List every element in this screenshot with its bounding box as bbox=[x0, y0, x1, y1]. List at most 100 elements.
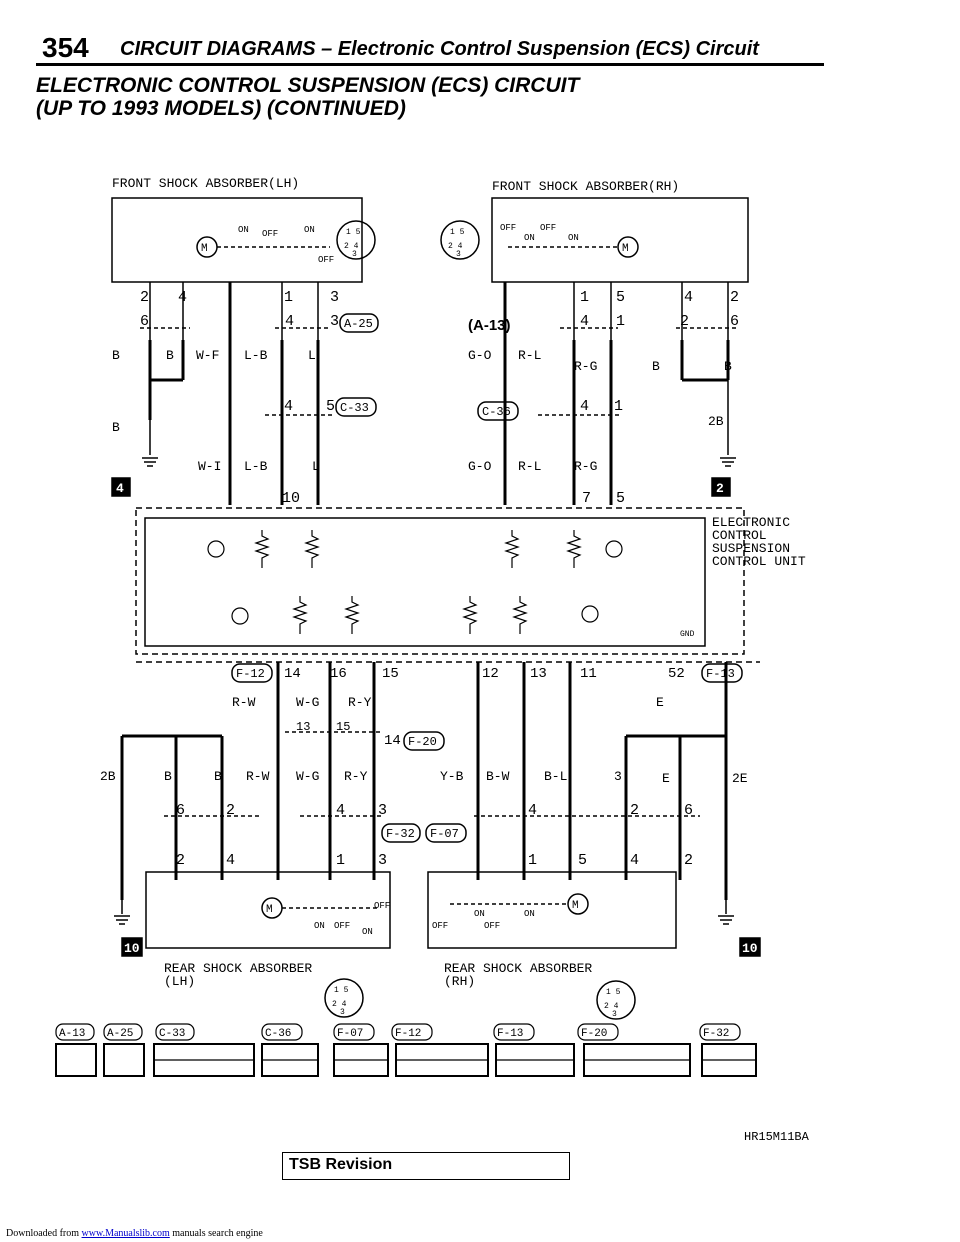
front-rh-absorber: M OFF ON OFF ON 1 5 4 2 4 1 2 6 bbox=[491, 197, 749, 340]
svg-text:ON: ON bbox=[474, 909, 485, 919]
front-rh-off-label-2: OFF bbox=[540, 223, 556, 233]
svg-text:2: 2 bbox=[716, 481, 724, 496]
wire-label-go-2: G-O bbox=[468, 459, 492, 474]
ecu-label-line3: SUSPENSION bbox=[712, 541, 790, 556]
svg-text:2: 2 bbox=[176, 852, 185, 869]
svg-text:F-12: F-12 bbox=[395, 1028, 421, 1040]
footer: Downloaded from www.Manualslib.com manua… bbox=[6, 1228, 263, 1239]
rear-rh-connector-symbol: 1 5 2 4 3 bbox=[596, 980, 636, 1020]
svg-text:A-25: A-25 bbox=[344, 317, 373, 331]
ecu-label-line2: CONTROL bbox=[712, 528, 767, 543]
wire-label-rg: R-G bbox=[574, 359, 597, 374]
ecu-label-line4: CONTROL UNIT bbox=[712, 554, 806, 569]
svg-text:E: E bbox=[656, 695, 664, 710]
rear-rh-label: REAR SHOCK ABSORBER bbox=[444, 961, 592, 976]
svg-text:1: 1 bbox=[616, 313, 625, 330]
footer-prefix: Downloaded from bbox=[6, 1228, 80, 1239]
svg-text:7: 7 bbox=[582, 490, 591, 507]
svg-text:B: B bbox=[214, 769, 222, 784]
svg-text:2E: 2E bbox=[732, 771, 748, 786]
svg-text:13: 13 bbox=[296, 720, 310, 734]
manualslib-link[interactable]: www.Manualslib.com bbox=[81, 1228, 170, 1239]
svg-text:R-W: R-W bbox=[232, 695, 256, 710]
svg-text:ON: ON bbox=[524, 909, 535, 919]
svg-text:F-07: F-07 bbox=[430, 827, 459, 841]
gnd-label: GND bbox=[680, 630, 695, 639]
rear-rh-label-2: (RH) bbox=[444, 974, 475, 989]
front-lh-on-label: ON bbox=[238, 225, 249, 235]
wire-label-lb-2: L-B bbox=[244, 459, 268, 474]
wire-label-rl: R-L bbox=[518, 348, 541, 363]
svg-text:15: 15 bbox=[336, 720, 350, 734]
svg-text:F-32: F-32 bbox=[386, 827, 415, 841]
rear-lh-label-2: (LH) bbox=[164, 974, 195, 989]
tsb-revision-box: TSB Revision bbox=[282, 1152, 570, 1180]
diagram-title-line1: ELECTRONIC CONTROL SUSPENSION (ECS) CIRC… bbox=[36, 74, 580, 97]
connector-tag-f20: F-20 bbox=[403, 731, 445, 751]
svg-text:1 5: 1 5 bbox=[346, 228, 361, 237]
svg-text:ON: ON bbox=[314, 921, 325, 931]
svg-text:10: 10 bbox=[124, 941, 140, 956]
wire-label-wf: W-F bbox=[196, 348, 219, 363]
connector-tag-a25: A-25 bbox=[339, 313, 379, 333]
svg-text:B-W: B-W bbox=[486, 769, 510, 784]
wire-label-lb: L-B bbox=[244, 348, 268, 363]
tsb-revision-label: TSB Revision bbox=[289, 1156, 393, 1173]
svg-text:B: B bbox=[112, 348, 120, 363]
rear-rh-motor bbox=[567, 893, 589, 915]
svg-text:ON: ON bbox=[362, 927, 373, 937]
svg-text:2 4: 2 4 bbox=[604, 1002, 619, 1011]
front-rh-label: FRONT SHOCK ABSORBER(RH) bbox=[492, 179, 679, 194]
connector-tag-f07: F-07 bbox=[425, 823, 467, 843]
svg-text:11: 11 bbox=[580, 666, 597, 682]
svg-text:F-13: F-13 bbox=[497, 1028, 523, 1040]
svg-text:4: 4 bbox=[580, 313, 589, 330]
svg-text:1: 1 bbox=[528, 852, 537, 869]
svg-text:2: 2 bbox=[684, 852, 693, 869]
svg-text:4: 4 bbox=[226, 852, 235, 869]
rear-wires bbox=[120, 662, 728, 900]
svg-text:6: 6 bbox=[684, 802, 693, 819]
svg-text:4: 4 bbox=[580, 398, 589, 415]
svg-text:52: 52 bbox=[668, 666, 685, 682]
svg-text:6: 6 bbox=[730, 313, 739, 330]
page-number: 354 bbox=[42, 32, 89, 63]
front-rh-off-label: OFF bbox=[500, 223, 516, 233]
svg-text:W-G: W-G bbox=[296, 769, 319, 784]
svg-text:12: 12 bbox=[482, 666, 499, 682]
svg-text:2: 2 bbox=[630, 802, 639, 819]
svg-text:2B: 2B bbox=[100, 769, 116, 784]
svg-text:10: 10 bbox=[742, 941, 758, 956]
wire-label-rg-2: R-G bbox=[574, 459, 597, 474]
svg-text:B: B bbox=[724, 359, 732, 374]
wire-label-rl-2: R-L bbox=[518, 459, 541, 474]
svg-text:14: 14 bbox=[284, 666, 301, 682]
front-rh-motor-label: M bbox=[622, 243, 629, 255]
svg-text:6: 6 bbox=[140, 313, 149, 330]
ecu-box bbox=[135, 507, 745, 655]
svg-text:F-12: F-12 bbox=[236, 667, 265, 681]
front-lh-off-label-2: OFF bbox=[318, 255, 334, 265]
front-lh-on-label-2: ON bbox=[304, 225, 315, 235]
svg-text:F-32: F-32 bbox=[703, 1028, 729, 1040]
rear-rh-absorber: M ON ON OFF OFF bbox=[427, 871, 677, 949]
front-lh-label: FRONT SHOCK ABSORBER(LH) bbox=[112, 176, 299, 191]
wire-label-l-2: L bbox=[312, 459, 320, 474]
svg-text:4: 4 bbox=[178, 289, 187, 306]
svg-text:4: 4 bbox=[336, 802, 345, 819]
svg-text:C-36: C-36 bbox=[265, 1028, 291, 1040]
svg-text:Y-B: Y-B bbox=[440, 769, 464, 784]
svg-text:3: 3 bbox=[456, 250, 461, 259]
svg-text:4: 4 bbox=[116, 481, 124, 496]
svg-text:M: M bbox=[266, 904, 273, 916]
svg-text:5: 5 bbox=[616, 490, 625, 507]
rear-lh-label: REAR SHOCK ABSORBER bbox=[164, 961, 312, 976]
front-rh-connector-symbol: 1 5 2 4 3 bbox=[440, 220, 480, 260]
wire-label-go: G-O bbox=[468, 348, 492, 363]
front-rh-motor bbox=[617, 236, 639, 258]
svg-text:3: 3 bbox=[612, 1010, 617, 1019]
svg-text:3: 3 bbox=[378, 852, 387, 869]
svg-text:OFF: OFF bbox=[432, 921, 448, 931]
svg-text:W-G: W-G bbox=[296, 695, 319, 710]
